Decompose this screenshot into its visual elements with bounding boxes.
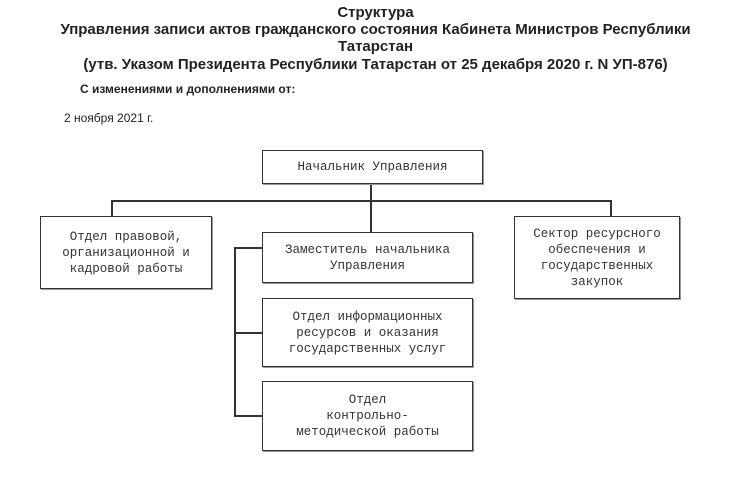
connector-line (234, 415, 262, 417)
doc-title-line3: Татарстан (337, 38, 414, 55)
org-box-control-dept: Отдел контрольно- методической работы (262, 381, 473, 451)
connector-line (111, 200, 113, 216)
change-date-link[interactable]: 2 ноября 2021 г. (64, 111, 154, 125)
doc-title-line2: Управления записи актов гражданского сос… (60, 21, 691, 38)
connector-line (111, 200, 611, 202)
connector-line (234, 247, 262, 249)
connector-line (234, 332, 262, 334)
org-box-info-dept: Отдел информационных ресурсов и оказания… (262, 298, 473, 367)
org-box-legal-dept: Отдел правовой, организационной и кадров… (40, 216, 212, 289)
org-box-head: Начальник Управления (262, 150, 483, 184)
doc-title: Структура (337, 4, 414, 21)
connector-line (370, 183, 372, 232)
connector-line (234, 247, 236, 415)
org-box-resource-sector: Сектор ресурсного обеспечения и государс… (514, 216, 680, 299)
doc-approval: (утв. Указом Президента Республики Татар… (83, 56, 668, 73)
changes-label: С изменениями и дополнениями от: (80, 82, 296, 96)
org-box-deputy: Заместитель начальника Управления (262, 232, 473, 283)
connector-line (610, 200, 612, 216)
